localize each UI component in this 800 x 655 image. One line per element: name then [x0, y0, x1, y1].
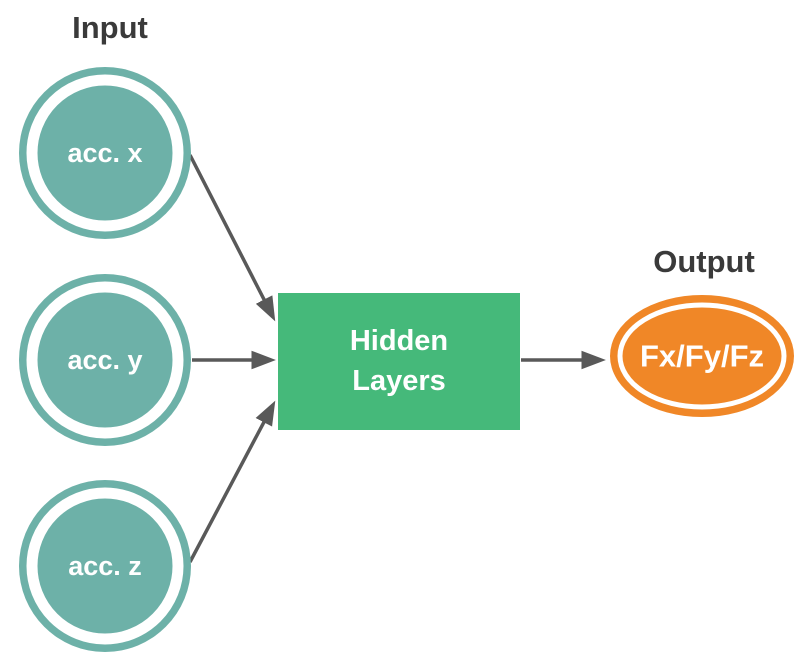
arrow-acc-z-to-hidden [188, 400, 276, 563]
input-node-acc-z: acc. z [19, 480, 191, 652]
input-node-outer-circle [19, 480, 191, 652]
output-node-ring [617, 302, 787, 410]
output-section-label: Output [653, 244, 755, 279]
input-node-acc-y: acc. y [19, 274, 191, 446]
output-node: Fx/Fy/Fz [610, 295, 794, 417]
input-section-label: Input [72, 10, 148, 45]
input-node-ring [26, 487, 184, 645]
input-node-outer-circle [19, 67, 191, 239]
input-node-label: acc. x [67, 138, 142, 168]
input-node-ring [26, 281, 184, 439]
hidden-layers-label-line2: Layers [352, 365, 446, 397]
output-node-label: Fx/Fy/Fz [640, 339, 764, 374]
hidden-layers-rect [278, 293, 520, 430]
hidden-layers-label-line1: Hidden [350, 325, 448, 357]
input-node-acc-x: acc. x [19, 67, 191, 239]
input-node-label: acc. z [68, 551, 142, 581]
input-node-ring [26, 74, 184, 232]
input-node-outer-circle [19, 274, 191, 446]
input-node-label: acc. y [67, 345, 142, 375]
output-node-outer-ellipse [610, 295, 794, 417]
hidden-layers-box: Hidden Layers [278, 293, 520, 430]
arrow-acc-x-to-hidden [188, 154, 276, 322]
